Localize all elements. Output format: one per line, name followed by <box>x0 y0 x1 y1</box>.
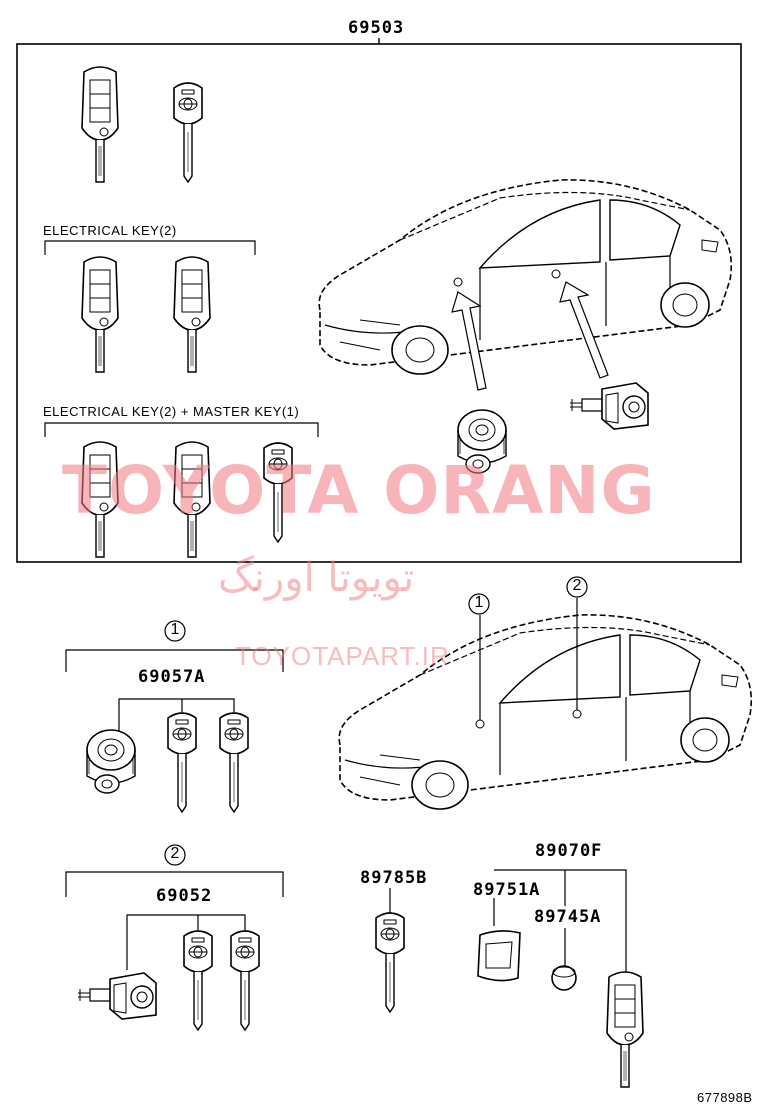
watermark-main: TOYOTA ORANG <box>62 452 656 529</box>
master-key-icon <box>173 82 203 183</box>
callout-2-number: 2 <box>572 577 582 594</box>
group-1-number: 1 <box>170 621 180 638</box>
callout-2-circle <box>566 576 588 598</box>
group-2-bracket <box>65 871 284 897</box>
group-1-tree <box>118 698 235 740</box>
part-number-69057A: 69057A <box>138 667 206 687</box>
callout-1-number: 1 <box>474 594 484 611</box>
remote-key-icon <box>81 256 119 373</box>
figure-id: 677898B <box>697 1090 753 1105</box>
group-2-number: 2 <box>170 845 180 862</box>
remote-key-icon <box>173 256 211 373</box>
part-number-89785B: 89785B <box>360 868 428 888</box>
part-number-89745A: 89745A <box>534 907 602 927</box>
bracket-electrical-key <box>44 240 256 255</box>
master-key-icon <box>230 930 260 1031</box>
door-lock-cylinder-icon <box>77 972 157 1020</box>
battery-icon <box>551 965 577 991</box>
master-key-icon <box>219 712 249 813</box>
part-number-89070F: 89070F <box>535 841 603 861</box>
car-illustration <box>318 179 733 375</box>
ignition-cylinder-icon <box>86 729 136 794</box>
lock-point-2 <box>572 709 582 719</box>
lock-point-front <box>453 277 463 287</box>
arrow-to-front-lock <box>451 291 487 391</box>
group-2-tree <box>126 914 246 970</box>
group-label-electrical-key: ELECTRICAL KEY(2) <box>43 223 177 238</box>
part-number-69503: 69503 <box>348 18 405 38</box>
master-key-icon <box>183 930 213 1031</box>
master-key-icon <box>375 912 405 1013</box>
group-label-electrical-master-key: ELECTRICAL KEY(2) + MASTER KEY(1) <box>43 404 300 419</box>
group-1-bracket <box>65 649 284 672</box>
lock-point-1 <box>475 719 485 729</box>
remote-key-icon <box>606 971 644 1088</box>
key-case-icon <box>477 930 521 982</box>
group-2-circle <box>164 844 186 866</box>
watermark-site: TOYOTAPART.IR <box>235 641 450 671</box>
part-number-69052: 69052 <box>156 886 213 906</box>
lock-point-rear <box>551 269 561 279</box>
group-1-circle <box>164 620 186 642</box>
part-number-89751A: 89751A <box>473 880 541 900</box>
key-case-inner <box>485 941 513 969</box>
watermark-farsi: تويوتا اورنگ <box>218 555 415 601</box>
remote-key-icon <box>81 66 119 183</box>
89070F-tree <box>494 869 627 978</box>
battery-top <box>552 966 576 978</box>
arrow-to-rear-lock <box>559 281 609 379</box>
door-lock-cylinder-icon <box>569 382 649 430</box>
bracket-electrical-master-key <box>44 422 319 437</box>
master-key-icon <box>167 712 197 813</box>
callout-1-circle <box>468 593 490 615</box>
